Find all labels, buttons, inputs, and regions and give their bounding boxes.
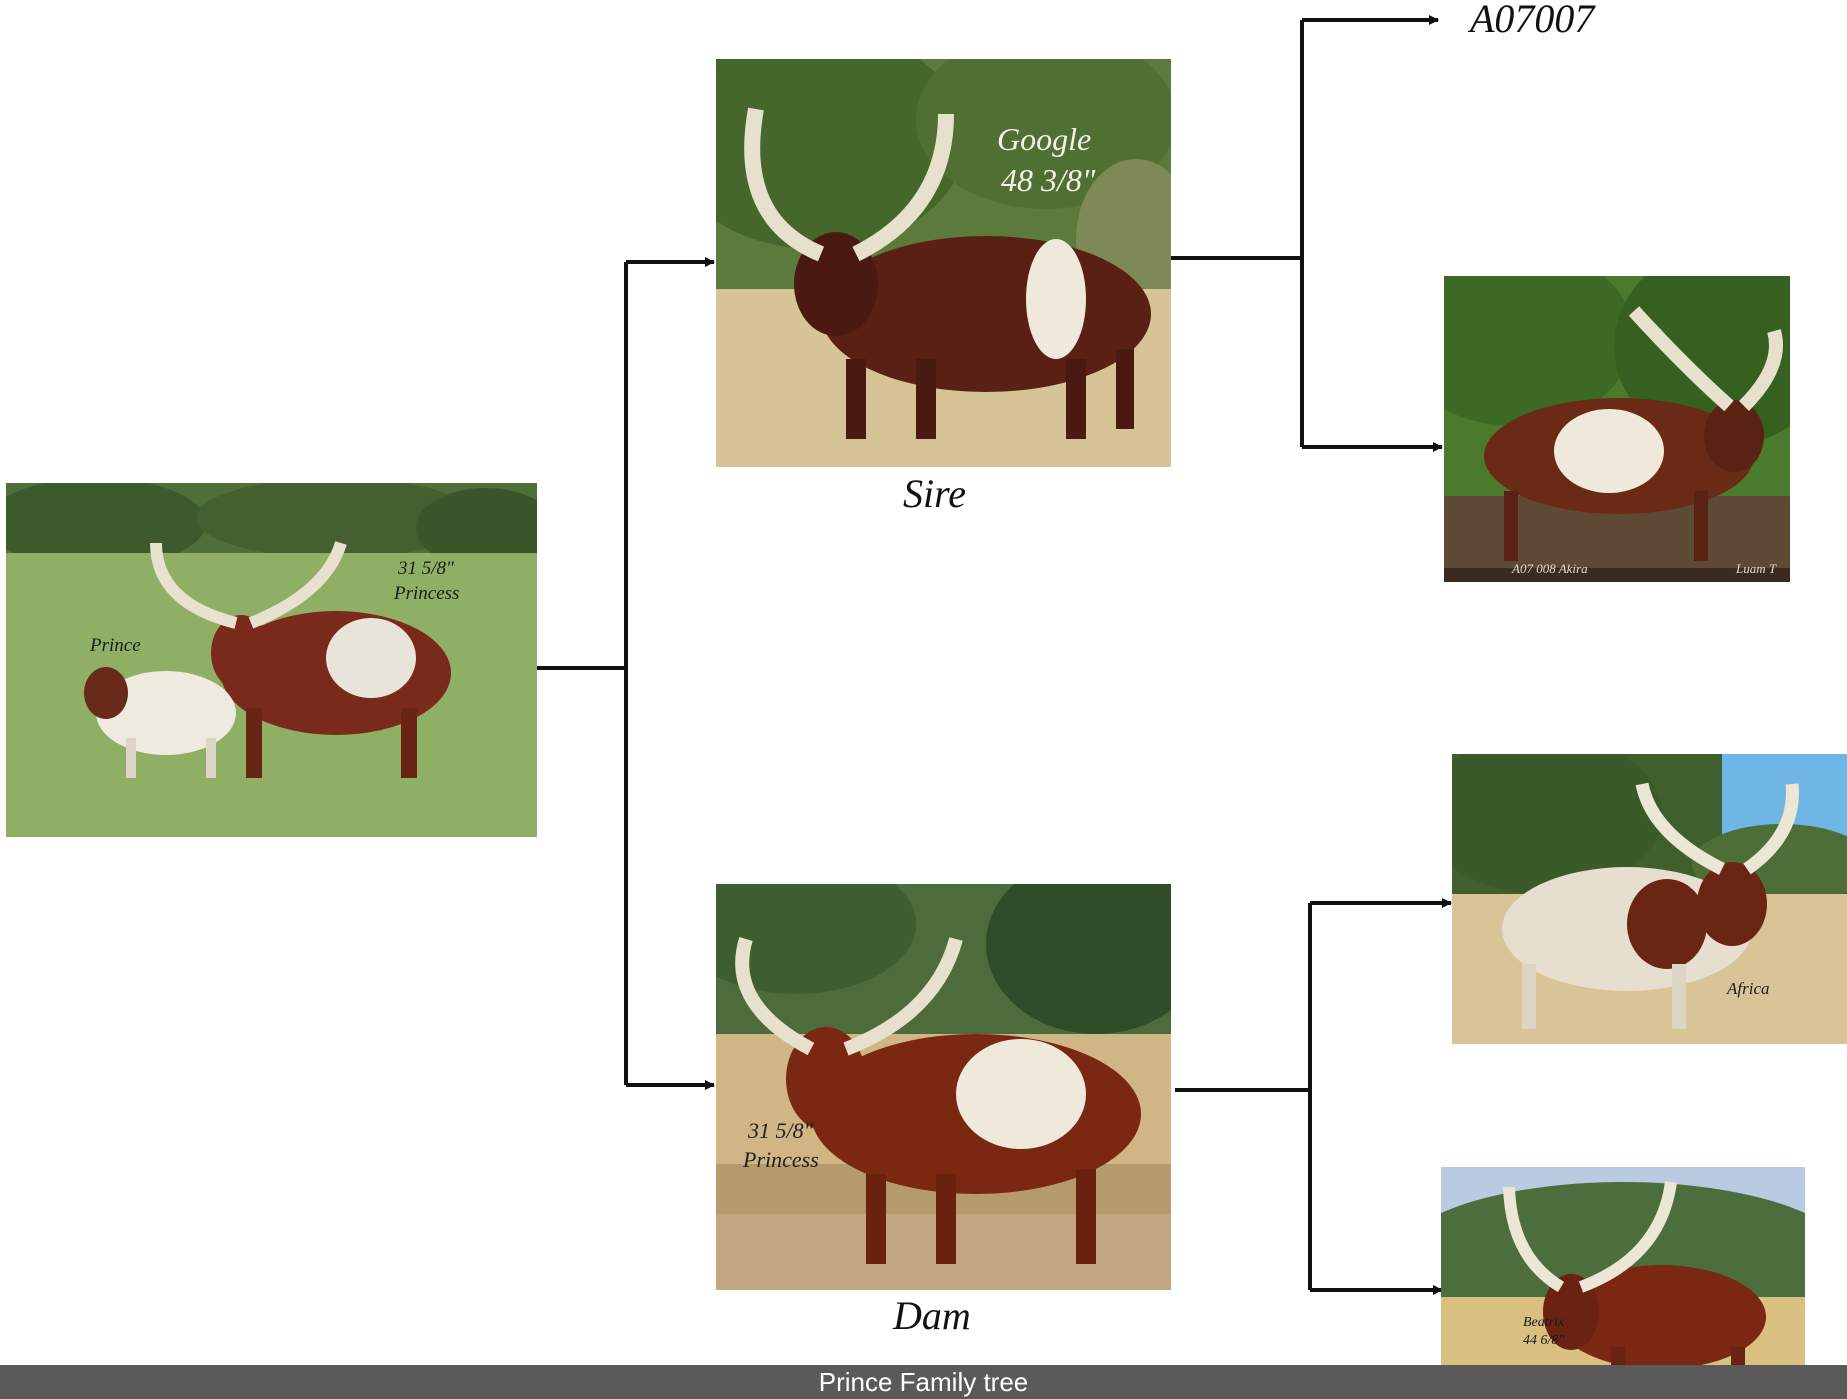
sire-photo-name-label: Google: [997, 121, 1092, 157]
offspring-calf-label: Prince: [90, 635, 141, 656]
sire-caption: Sire: [903, 471, 966, 516]
offspring-photo: Prince 31 5/8" Princess: [6, 483, 537, 837]
offspring-cow-size-label: 31 5/8": [398, 558, 455, 579]
sire-photo-size-label: 48 3/8": [1001, 162, 1096, 198]
dam-photo: 31 5/8" Princess: [716, 884, 1171, 1290]
sire-sire-label: A07007: [1470, 0, 1595, 41]
sire-dam-watermark-right: Luam T: [1736, 561, 1777, 576]
footer-title-bar: Prince Family tree: [0, 1365, 1847, 1399]
dam-dam-photo-size-label: 44 6/8": [1523, 1333, 1565, 1348]
sire-photo: Google 48 3/8": [716, 59, 1171, 467]
dam-photo-name-label: Princess: [743, 1147, 819, 1172]
dam-photo-size-label: 31 5/8": [748, 1118, 813, 1143]
dam-sire-photo: Africa: [1452, 754, 1847, 1044]
footer-title: Prince Family tree: [818, 1367, 1029, 1397]
dam-sire-photo-name-label: Africa: [1727, 979, 1770, 998]
sire-dam-photo: A07 008 Akira Luam T: [1444, 276, 1790, 582]
sire-dam-watermark-left: A07 008 Akira: [1512, 561, 1588, 576]
dam-caption: Dam: [893, 1293, 971, 1338]
dam-dam-photo-name-label: Beatrix: [1523, 1315, 1565, 1330]
offspring-cow-name-label: Princess: [394, 583, 460, 604]
